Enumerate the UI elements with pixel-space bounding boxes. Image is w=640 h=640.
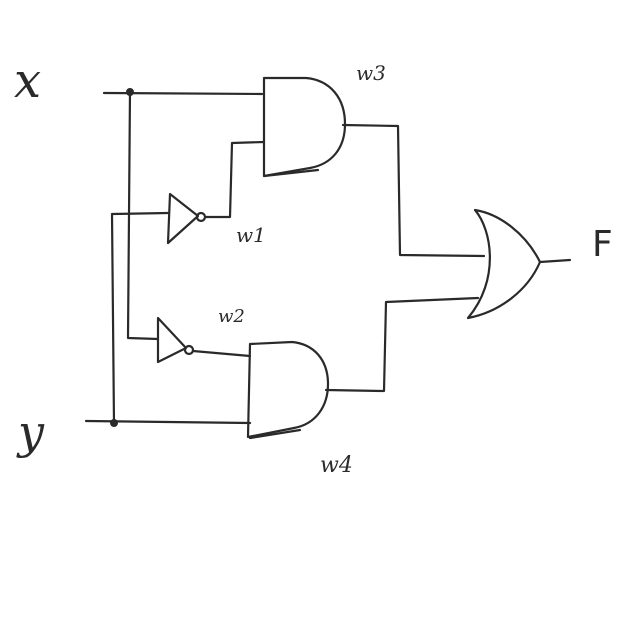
not-gate-2 (156, 316, 188, 364)
wire-w3 (341, 123, 486, 258)
and-gate-2-stroke (248, 428, 302, 440)
junction-y (110, 419, 118, 427)
not-gate-1-bubble (195, 211, 207, 223)
wire-w1 (204, 140, 266, 219)
not-gate-1 (166, 192, 200, 245)
output-label-f: F (592, 224, 613, 265)
input-label-x: x (14, 53, 41, 109)
and-gate-1-stroke (262, 168, 320, 178)
wire-w4 (324, 296, 480, 393)
input-label-y: y (16, 405, 45, 459)
wire-w2 (191, 349, 252, 358)
and-gate-2 (246, 340, 330, 439)
wire-f-output (538, 258, 572, 264)
or-gate (466, 208, 542, 320)
wire-label-w3: w3 (356, 61, 386, 85)
wire-y-branch-to-not1 (110, 211, 170, 426)
junction-x (126, 88, 134, 96)
wire-label-w4: w4 (320, 453, 353, 478)
wire-label-w1: w1 (236, 223, 266, 247)
not-gate-2-bubble (183, 344, 195, 356)
wire-x-branch-to-not2 (126, 89, 160, 341)
wire-label-w2: w2 (218, 306, 245, 327)
and-gate-1 (262, 76, 347, 178)
